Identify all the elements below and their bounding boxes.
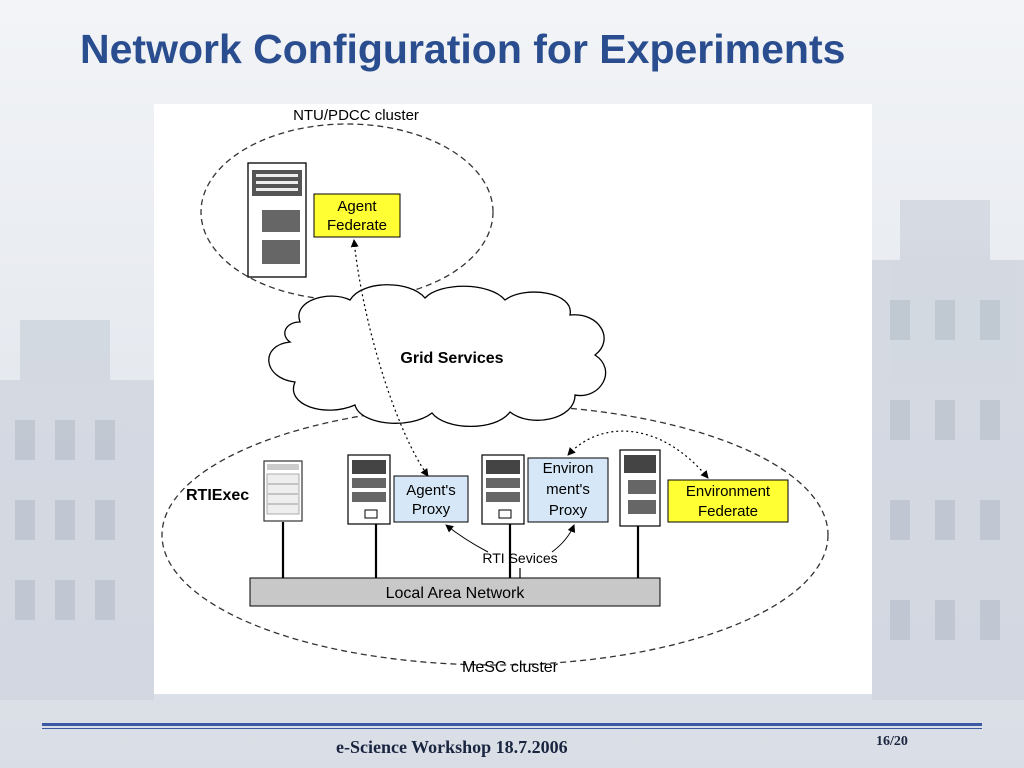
- environment-server-icon: [619, 449, 661, 527]
- mesc-cluster-label: MeSC cluster: [462, 659, 559, 676]
- footer-text: e-Science Workshop 18.7.2006: [336, 737, 568, 757]
- environments-proxy-line1: Environ: [543, 460, 594, 477]
- agents-proxy-line2: Proxy: [412, 501, 451, 518]
- ntu-cluster-label: NTU/PDCC cluster: [293, 107, 419, 124]
- agent-federate-line2: Federate: [327, 217, 387, 234]
- environments-proxy-server-icon: [481, 454, 525, 525]
- rtiexec-label: RTIExec: [186, 487, 249, 504]
- environments-proxy-line3: Proxy: [549, 502, 588, 519]
- network-diagram: NTU/PDCC cluster Agent Federate Grid Ser…: [154, 104, 872, 694]
- local-area-network: Local Area Network: [249, 577, 661, 607]
- ntu-pdcc-cluster: NTU/PDCC cluster: [200, 107, 494, 301]
- environments-proxy-node: Environ ment's Proxy: [481, 454, 609, 525]
- grid-services-label: Grid Services: [400, 350, 503, 367]
- page-number: 16/20: [876, 734, 908, 749]
- rtiexec-node: RTIExec: [186, 460, 303, 522]
- rti-services: RTI Sevices: [445, 524, 576, 578]
- environments-proxy-line2: ment's: [546, 481, 590, 498]
- slide-title: Network Configuration for Experiments: [80, 26, 846, 72]
- footer-rule-thin: [42, 728, 982, 729]
- footer-rule: [42, 723, 982, 726]
- environment-federate-line1: Environment: [686, 483, 771, 500]
- lan-label: Local Area Network: [386, 585, 526, 602]
- mesc-cluster: [161, 404, 829, 666]
- agents-proxy-node: Agent's Proxy: [347, 454, 469, 525]
- environment-federate-node: Environment Federate: [619, 449, 789, 527]
- environment-federate-line2: Federate: [698, 503, 758, 520]
- agent-federate-line1: Agent: [337, 198, 377, 215]
- agent-federate-box: Agent Federate: [313, 193, 401, 238]
- lan-connections: [281, 522, 640, 578]
- agents-proxy-server-icon: [347, 454, 391, 525]
- grid-services-cloud: Grid Services: [268, 284, 607, 428]
- rtiexec-server-icon: [263, 460, 303, 522]
- agents-proxy-line1: Agent's: [406, 482, 456, 499]
- communication-arrows: [350, 239, 709, 479]
- rti-services-label: RTI Sevices: [482, 550, 557, 566]
- ntu-server-icon: [247, 162, 307, 278]
